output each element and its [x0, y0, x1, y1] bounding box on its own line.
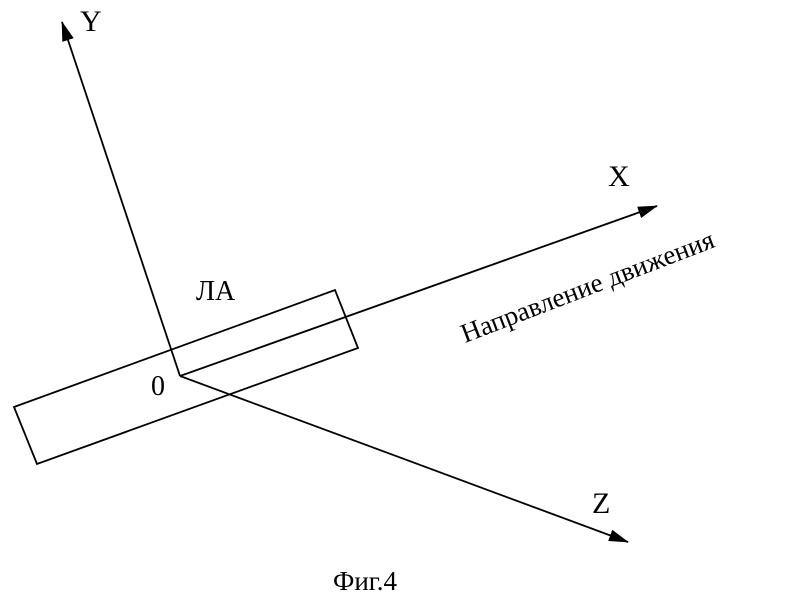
origin-label: 0 [151, 371, 165, 402]
x-axis-label: X [608, 160, 630, 193]
vehicle-body [12, 288, 360, 466]
z-axis [179, 375, 629, 543]
figure-caption: Фиг.4 [333, 566, 398, 596]
motion-direction-label: Направление движения [456, 224, 718, 348]
z-axis-label: Z [592, 487, 610, 520]
y-axis-label: Y [80, 5, 102, 38]
vehicle-label: ЛА [196, 276, 236, 307]
x-axis [179, 205, 658, 377]
y-axis [61, 21, 181, 377]
